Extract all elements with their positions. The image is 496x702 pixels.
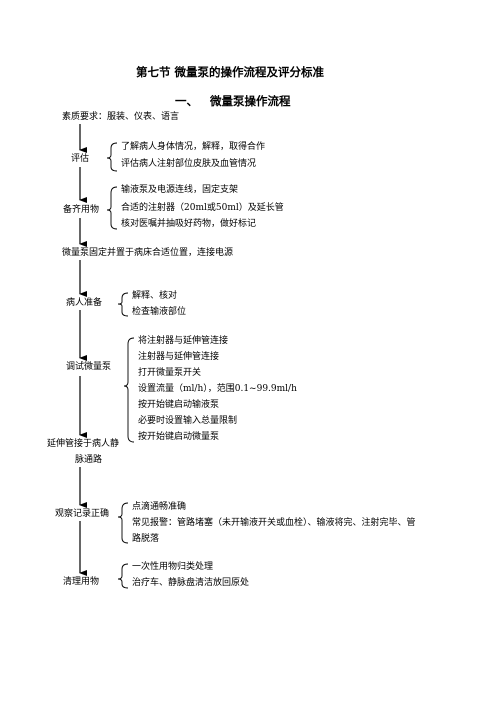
supplies-item-2: 合适的注射器（20ml或50ml）及延长管 bbox=[121, 203, 284, 213]
brace-patient-prep bbox=[117, 292, 129, 317]
observe-item-3: 路脱落 bbox=[132, 534, 160, 544]
adjust-item-1: 将注射器与延伸管连接 bbox=[138, 336, 229, 346]
brace-adjust bbox=[123, 337, 135, 443]
step-adjust-pump: 调试微量泵 bbox=[66, 362, 112, 372]
adjust-item-2: 注射器与延伸管连接 bbox=[138, 352, 220, 362]
step-assessment: 评估 bbox=[71, 154, 90, 164]
brace-assessment bbox=[106, 142, 118, 172]
patient-prep-item-1: 解释、核对 bbox=[132, 291, 178, 301]
supplies-item-3: 核对医嘱并抽吸好药物，做好标记 bbox=[121, 219, 257, 229]
step-patient-prep: 病人准备 bbox=[66, 298, 103, 308]
step-connect-line-1: 延伸管接于病人静 bbox=[47, 439, 120, 449]
brace-cleanup bbox=[117, 563, 129, 589]
step-observe-record: 观察记录正确 bbox=[55, 509, 110, 519]
assessment-item-1: 了解病人身体情况，解释，取得合作 bbox=[121, 142, 266, 152]
observe-item-1: 点滴通畅准确 bbox=[132, 502, 187, 512]
observe-item-2: 常见报警：管路堵塞（未开输液开关或血栓）、输液将完、注射完毕、管 bbox=[132, 518, 416, 528]
brace-supplies bbox=[106, 186, 118, 230]
adjust-item-6: 必要时设置输入总量限制 bbox=[138, 416, 238, 426]
step-connect-line-2: 脉通路 bbox=[75, 455, 103, 465]
section-title: 微量泵操作流程 bbox=[210, 94, 291, 108]
adjust-item-3: 打开微量泵开关 bbox=[138, 368, 202, 378]
adjust-item-7: 按开始键启动微量泵 bbox=[138, 432, 220, 442]
step-cleanup: 清理用物 bbox=[63, 577, 100, 587]
cleanup-item-1: 一次性用物归类处理 bbox=[132, 562, 214, 572]
adjust-item-5: 按开始键启动输液泵 bbox=[138, 400, 220, 410]
assessment-item-2: 评估病人注射部位皮肤及血管情况 bbox=[121, 159, 257, 169]
brace-observe bbox=[117, 502, 129, 544]
supplies-item-1: 输液泵及电源连线，固定支架 bbox=[121, 185, 239, 195]
step-prepare-supplies: 备齐用物 bbox=[63, 205, 100, 215]
step-fix-pump: 微量泵固定并置于病床合适位置，连接电源 bbox=[62, 248, 234, 258]
step-quality-requirements: 素质要求：服装、仪表、语言 bbox=[62, 112, 180, 122]
adjust-item-4: 设置流量（ml/h），范围0.1~99.9ml/h bbox=[138, 384, 297, 394]
page-title: 第七节 微量泵的操作流程及评分标准 bbox=[136, 65, 325, 79]
patient-prep-item-2: 检查输液部位 bbox=[132, 307, 187, 317]
section-number: 一、 bbox=[175, 94, 198, 108]
cleanup-item-2: 治疗车、静脉盘清洁放回原处 bbox=[132, 578, 250, 588]
